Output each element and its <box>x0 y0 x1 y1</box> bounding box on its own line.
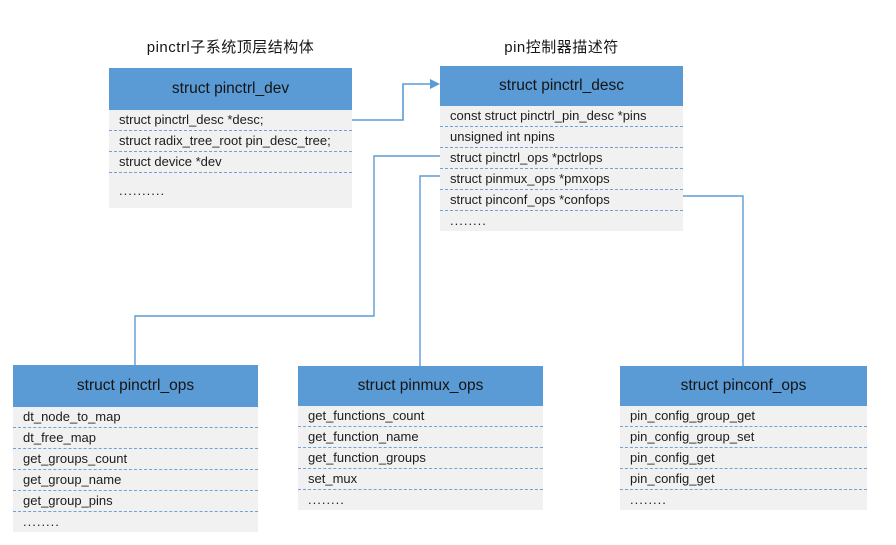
field-row-get-groups-count: get_groups_count <box>13 449 258 470</box>
field-row-get-group-pins: get_group_pins <box>13 491 258 512</box>
struct-pinconf-ops-body: pin_config_group_get pin_config_group_se… <box>620 406 867 510</box>
connector-confops-to-pinconf-ops <box>683 195 744 366</box>
struct-pinctrl-dev-box: struct pinctrl_dev struct pinctrl_desc *… <box>109 68 352 208</box>
arrow-head-icon <box>430 79 440 89</box>
field-row-pin-config-group-get: pin_config_group_get <box>620 406 867 427</box>
field-row-get-functions-count: get_functions_count <box>298 406 543 427</box>
field-row-get-group-name: get_group_name <box>13 470 258 491</box>
field-row-npins: unsigned int npins <box>440 127 683 148</box>
field-row-pin-desc-tree: struct radix_tree_root pin_desc_tree; <box>109 131 352 152</box>
struct-pinctrl-desc-box: struct pinctrl_desc const struct pinctrl… <box>440 66 683 231</box>
struct-pinmux-ops-title: struct pinmux_ops <box>298 366 543 406</box>
caption-pinctrl-desc: pin控制器描述符 <box>504 39 619 56</box>
connector-desc-to-pinctrl-desc <box>352 83 432 121</box>
field-row-pmxops: struct pinmux_ops *pmxops <box>440 169 683 190</box>
struct-pinctrl-dev-title: struct pinctrl_dev <box>109 68 352 110</box>
field-row-dt-node-to-map: dt_node_to_map <box>13 407 258 428</box>
field-row-desc: struct pinctrl_desc *desc; <box>109 110 352 131</box>
field-row-pin-config-get-2: pin_config_get <box>620 469 867 490</box>
struct-pinconf-ops-box: struct pinconf_ops pin_config_group_get … <box>620 366 867 510</box>
struct-pinctrl-dev-body: struct pinctrl_desc *desc; struct radix_… <box>109 110 352 208</box>
struct-pinmux-ops-box: struct pinmux_ops get_functions_count ge… <box>298 366 543 510</box>
field-row-ellipsis: ........ <box>23 514 60 529</box>
field-row-ellipsis: ........ <box>308 492 345 507</box>
field-row-get-function-groups: get_function_groups <box>298 448 543 469</box>
caption-pinctrl-dev: pinctrl子系统顶层结构体 <box>146 39 315 56</box>
field-row-ellipsis: ........ <box>630 492 667 507</box>
struct-pinctrl-desc-body: const struct pinctrl_pin_desc *pins unsi… <box>440 106 683 231</box>
field-row-get-function-name: get_function_name <box>298 427 543 448</box>
field-row-confops: struct pinconf_ops *confops <box>440 190 683 211</box>
field-row-ellipsis: .......... <box>119 182 166 198</box>
struct-pinctrl-desc-title: struct pinctrl_desc <box>440 66 683 106</box>
field-row-dev: struct device *dev <box>109 152 352 173</box>
field-row-pins: const struct pinctrl_pin_desc *pins <box>440 106 683 127</box>
field-row-pin-config-group-set: pin_config_group_set <box>620 427 867 448</box>
field-row-pctrlops: struct pinctrl_ops *pctrlops <box>440 148 683 169</box>
field-row-pin-config-get: pin_config_get <box>620 448 867 469</box>
connector-pmxops-to-pinmux-ops <box>419 175 440 366</box>
struct-pinmux-ops-body: get_functions_count get_function_name ge… <box>298 406 543 510</box>
struct-pinctrl-ops-box: struct pinctrl_ops dt_node_to_map dt_fre… <box>13 365 258 532</box>
struct-pinconf-ops-title: struct pinconf_ops <box>620 366 867 406</box>
struct-pinctrl-ops-title: struct pinctrl_ops <box>13 365 258 407</box>
field-row-dt-free-map: dt_free_map <box>13 428 258 449</box>
field-row-ellipsis: ........ <box>450 213 487 228</box>
field-row-set-mux: set_mux <box>298 469 543 490</box>
struct-pinctrl-ops-body: dt_node_to_map dt_free_map get_groups_co… <box>13 407 258 532</box>
